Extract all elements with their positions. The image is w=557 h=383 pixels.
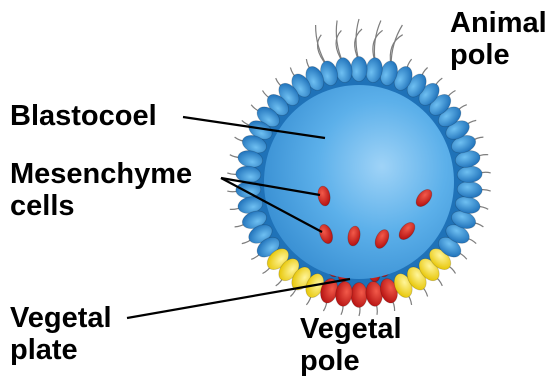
animal-pole-label-line1: Animal [450,7,547,39]
cilium [336,30,343,62]
vegetal-plate-label-line1: Vegetal [10,302,112,334]
cilium [374,21,381,63]
vegetal-pole-label-line2: pole [300,345,402,377]
vegetal-plate-label: Vegetal plate [10,302,112,366]
blastocoel-label-text: Blastocoel [10,100,157,132]
mesenchyme-cells-label-line2: cells [10,190,192,222]
mesenchyme-cells-label: Mesenchyme cells [10,158,192,222]
animal-pole-label: Animal pole [450,7,547,71]
vegetal-pole-label-line1: Vegetal [300,313,402,345]
mesenchyme-cells-label-line1: Mesenchyme [10,158,192,190]
vegetal-plate-cell [351,283,367,308]
blastocoel-cavity [264,85,454,279]
vegetal-plate-label-line2: plate [10,334,112,366]
vegetal-pole-label: Vegetal pole [300,313,402,377]
animal-pole-label-line2: pole [450,39,547,71]
ectoderm-cell [351,57,367,82]
blastocoel-label: Blastocoel [10,100,157,132]
